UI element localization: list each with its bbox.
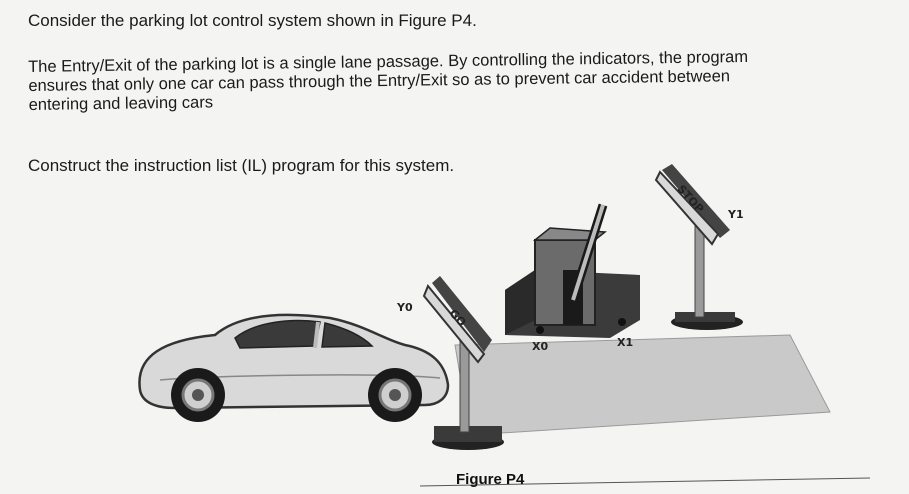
sensor-x0 [536, 326, 544, 334]
go-sign-y0: GO [422, 276, 504, 450]
question-intro: Consider the parking lot control system … [28, 11, 477, 30]
barrier-gate [505, 203, 640, 338]
sensor-x1 [618, 318, 626, 326]
figure-caption: Figure P4 [456, 471, 525, 488]
stop-sign-y1: STOP [654, 164, 743, 330]
car [138, 313, 450, 422]
road-lane [454, 334, 831, 436]
label-x0: X0 [532, 340, 548, 353]
question-task: Construct the instruction list (IL) prog… [28, 156, 455, 175]
label-y0: Y0 [396, 301, 413, 314]
caption-rule [419, 477, 871, 487]
label-x1: X1 [617, 336, 633, 349]
label-y1: Y1 [727, 208, 744, 221]
